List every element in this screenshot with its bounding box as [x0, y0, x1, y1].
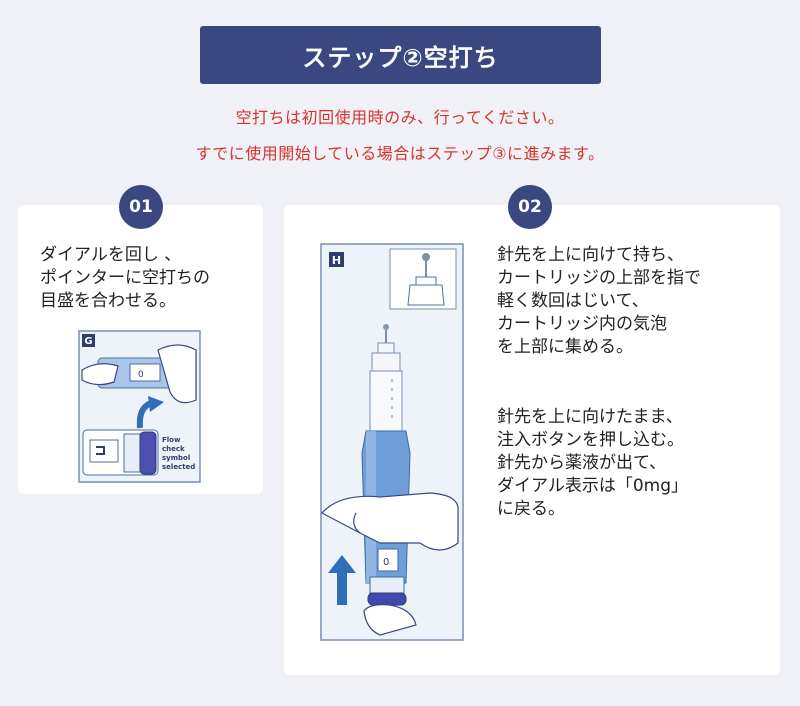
figure-g-dial-illustration: G 0 Flow check symbol selected	[78, 330, 201, 483]
page-title: ステップ②空打ち	[200, 26, 601, 84]
step-2a-line: 軽く数回はじいて、	[497, 291, 649, 311]
figure-g-caption-1: Flow	[162, 436, 181, 444]
step-1-badge: 01	[119, 185, 163, 229]
step-1-instructions: ダイアルを回し 、 ポインターに空打ちの 目盛を合わせる。	[40, 244, 210, 313]
step-2b-line: ダイアル表示は「0mg」	[497, 476, 688, 496]
step-2a-line: カートリッジの上部を指で	[497, 268, 701, 288]
step-2a-line: を上部に集める。	[497, 337, 633, 357]
figure-h-label-box	[329, 252, 344, 267]
step-2-instructions-b: 針先を上に向けたまま、 注入ボタンを押し込む。 針先から薬液が出て、 ダイアル表…	[497, 406, 688, 521]
notice-line-2: すでに使用開始している場合はステップ③に進みます。	[195, 144, 605, 163]
figure-g-caption-4: selected	[162, 463, 195, 471]
step-2-instructions-a: 針先を上に向けて持ち、 カートリッジの上部を指で 軽く数回はじいて、 カートリッ…	[497, 244, 701, 359]
notice-line-1: 空打ちは初回使用時のみ、行ってください。	[235, 108, 565, 127]
svg-text:0: 0	[138, 370, 144, 380]
step-1-line: 目盛を合わせる。	[40, 291, 176, 311]
step-2-badge-number: 02	[518, 197, 542, 217]
figure-g-caption-2: check	[162, 445, 185, 453]
step-2a-line: カートリッジ内の気泡	[497, 314, 667, 334]
step-2a-line: 針先を上に向けて持ち、	[497, 245, 684, 265]
step-2b-line: 針先を上に向けたまま、	[497, 407, 683, 427]
step-2b-line: 注入ボタンを押し込む。	[497, 430, 684, 450]
figure-g-letter: G	[84, 336, 92, 347]
figure-g-label-box	[82, 334, 95, 347]
figure-h-pen-priming-illustration: H 0	[320, 243, 464, 641]
svg-text:0: 0	[383, 557, 389, 568]
figure-g-caption-3: symbol	[162, 454, 190, 462]
step-1-line: ポインターに空打ちの	[40, 268, 210, 288]
step-2b-line: 針先から薬液が出て、	[497, 453, 667, 473]
step-1-line: ダイアルを回し 、	[40, 245, 182, 265]
step-2-badge: 02	[508, 185, 552, 229]
step-1-badge-number: 01	[129, 197, 153, 217]
step-2b-line: に戻る。	[497, 499, 565, 519]
figure-h-letter: H	[332, 254, 341, 267]
page-title-text: ステップ②空打ち	[302, 43, 499, 72]
